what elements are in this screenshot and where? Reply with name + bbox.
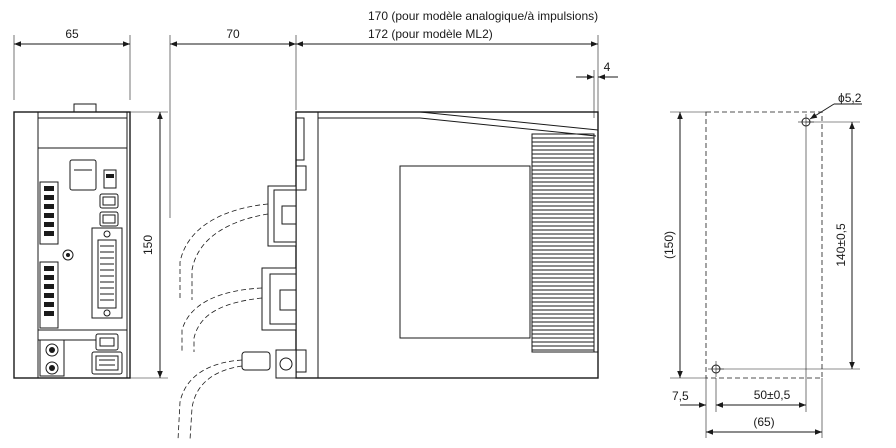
front-width-label: 65 bbox=[65, 27, 79, 41]
io-connector-pins bbox=[100, 245, 114, 301]
mount-width-ref-label: (65) bbox=[753, 415, 774, 429]
hole-diameter-label: ϕ5,2 bbox=[838, 91, 862, 105]
heatsink-fins bbox=[531, 133, 595, 353]
side-view: 70 170 (pour modèle analogique/à impulsi… bbox=[169, 9, 618, 379]
mounting-hole-view: ϕ5,2 (150) 140±0,5 7,5 50±0,5 (65) bbox=[662, 91, 862, 438]
hole-vertical-pitch-label: 140±0,5 bbox=[834, 223, 848, 267]
ground-screw-icon bbox=[62, 249, 74, 261]
terminal-block-upper bbox=[44, 186, 54, 236]
cables-dashed bbox=[177, 203, 269, 441]
depth-analog-label: 170 (pour modèle analogique/à impulsions… bbox=[368, 9, 598, 23]
fin-offset-label: 4 bbox=[604, 60, 611, 74]
terminal-block-lower bbox=[44, 266, 54, 316]
front-height-label: 150 bbox=[141, 235, 155, 255]
front-view: 65 150 bbox=[13, 27, 168, 379]
hole-horizontal-pitch-label: 50±0,5 bbox=[754, 388, 791, 402]
hole-edge-offset-label: 7,5 bbox=[672, 389, 689, 403]
cable-clearance-label: 70 bbox=[226, 27, 240, 41]
mount-height-ref-label: (150) bbox=[662, 231, 676, 259]
depth-ml2-label: 172 (pour modèle ML2) bbox=[368, 27, 493, 41]
